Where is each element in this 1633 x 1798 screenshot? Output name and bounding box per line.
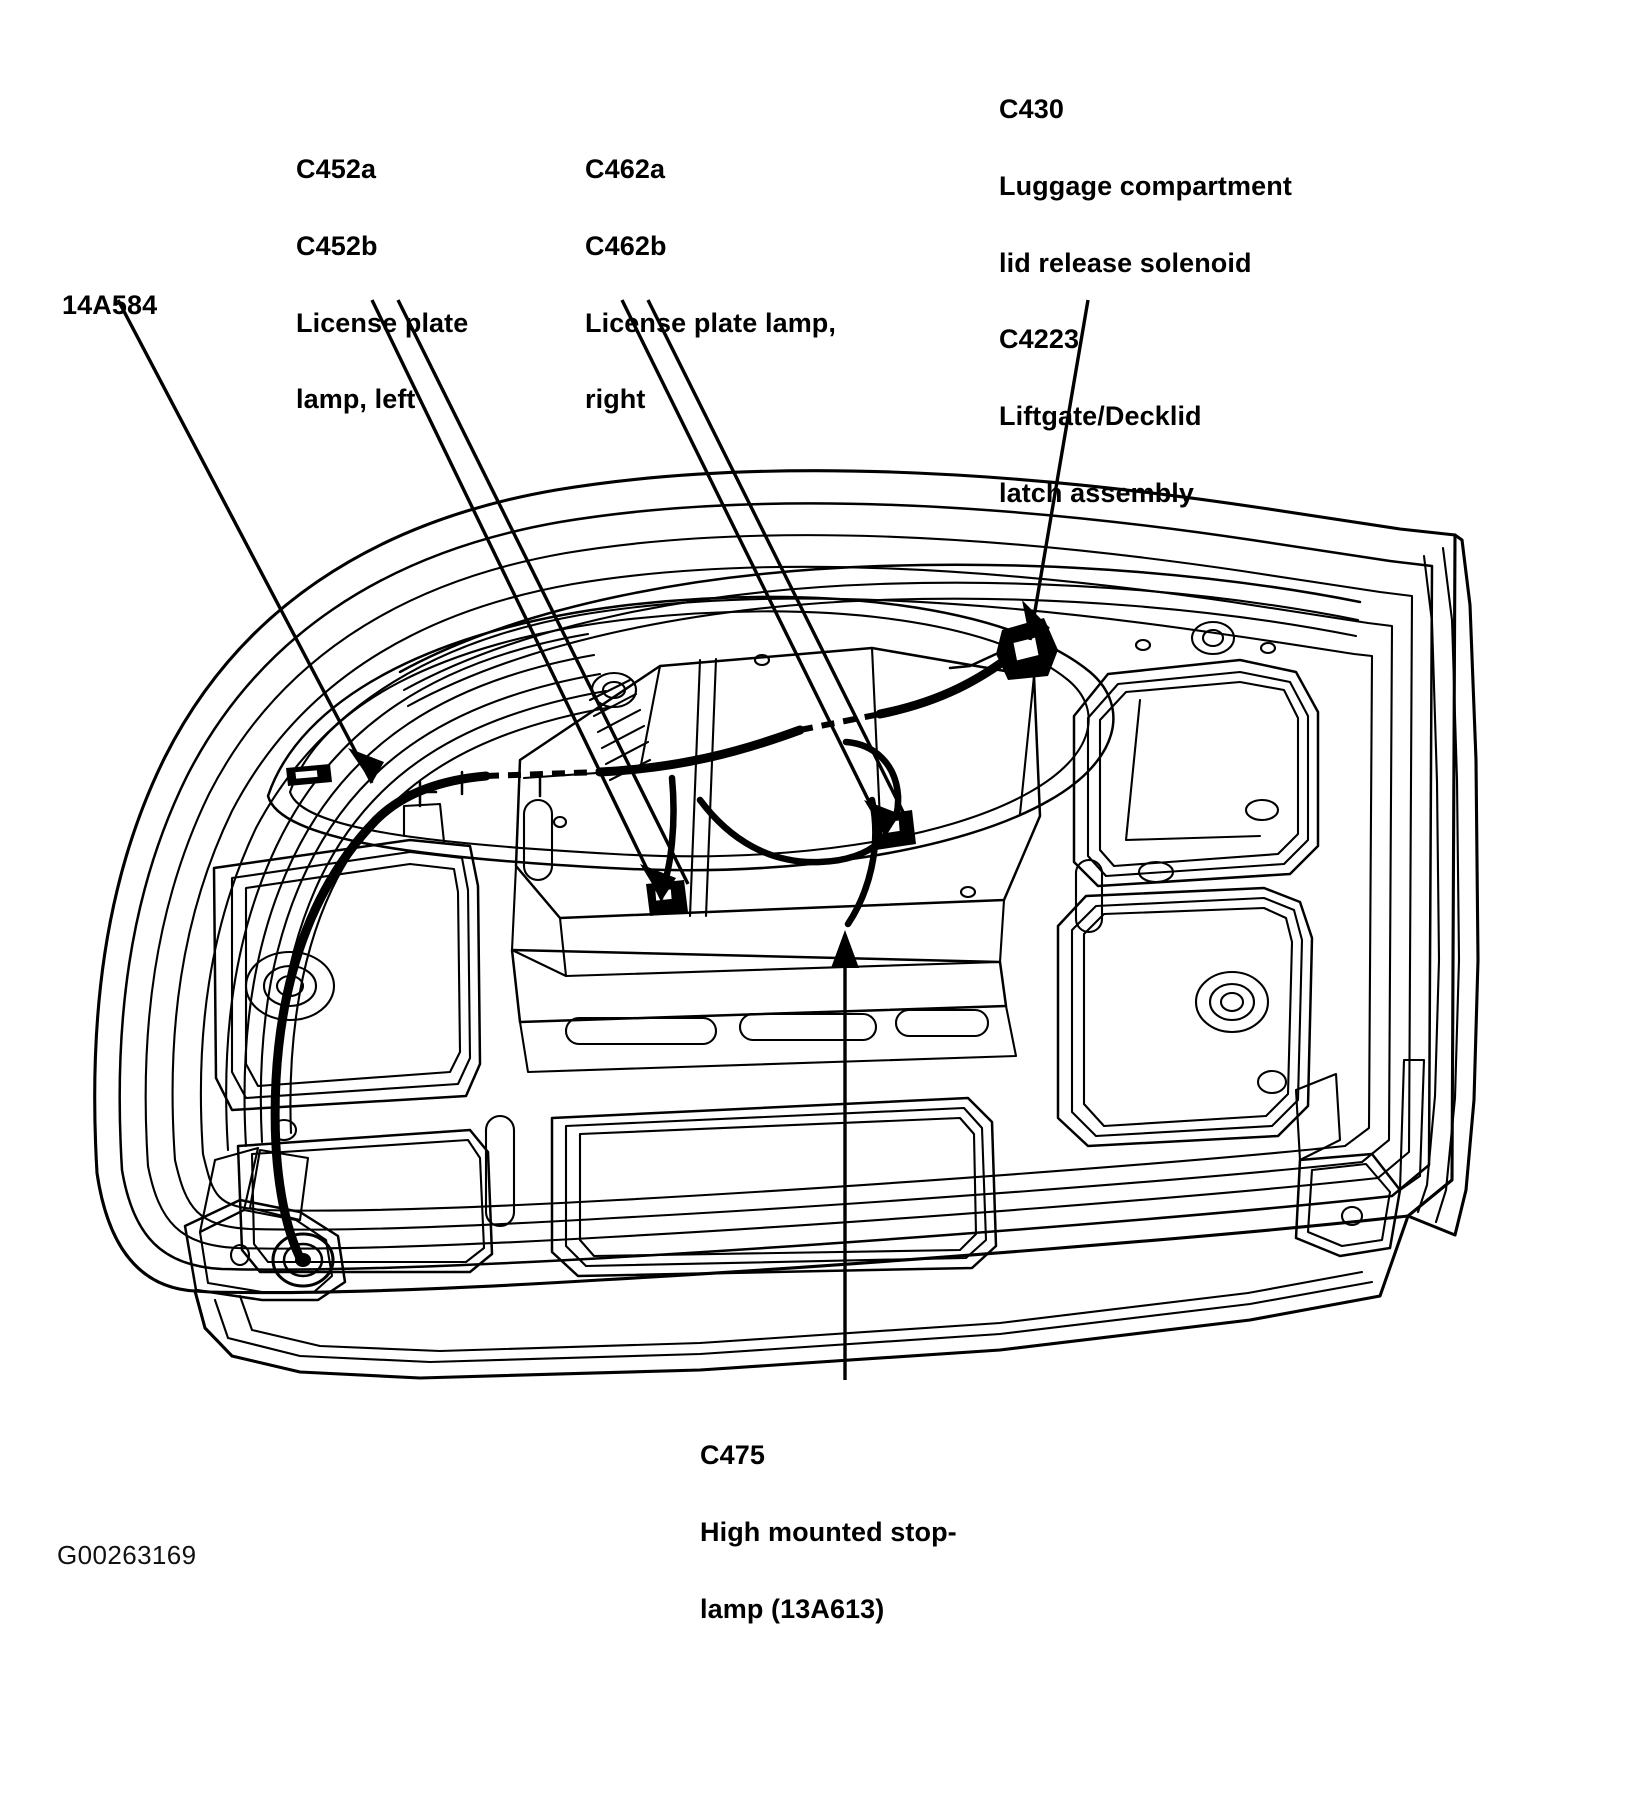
panel-cutout-upper-left bbox=[212, 802, 482, 1142]
callout-14a584: 14A584 bbox=[62, 248, 322, 363]
connector-c430-latch-solenoid bbox=[948, 618, 1058, 680]
leader-lines bbox=[116, 299, 1090, 1380]
center-reinforcement-panel bbox=[510, 646, 1042, 978]
callout-c462-line-4: right bbox=[585, 384, 646, 415]
panel-cutout-lower-right bbox=[1056, 858, 1314, 1148]
vertical-slot-left bbox=[484, 798, 554, 1228]
callout-c462-line-2: C462b bbox=[585, 230, 667, 261]
callout-c475: C475 High mounted stop- lamp (13A613) bbox=[700, 1398, 1020, 1666]
panel-cutout-upper-right bbox=[1072, 658, 1320, 888]
callout-c430-line-1: C430 bbox=[999, 94, 1064, 125]
callout-c430-line-6: latch assembly bbox=[999, 477, 1195, 508]
hinge-bracket-right bbox=[1294, 1058, 1426, 1258]
callout-c452: C452a C452b License plate lamp, left bbox=[296, 112, 546, 457]
figure-code: G00263169 bbox=[57, 1540, 197, 1570]
callout-c430-line-3: lid release solenoid bbox=[999, 247, 1252, 278]
harness-grommet bbox=[271, 1232, 335, 1288]
callout-c452-line-2: C452b bbox=[296, 230, 378, 261]
harness-inline-clip bbox=[286, 764, 332, 786]
callout-14a584-line-1: 14A584 bbox=[62, 290, 158, 321]
decklid-lower-flange bbox=[193, 1214, 1410, 1380]
decklid-right-flange bbox=[1406, 533, 1480, 1237]
callout-c430: C430 Luggage compartment lid release sol… bbox=[999, 52, 1329, 550]
callout-c452-line-1: C452a bbox=[296, 154, 377, 185]
callout-c475-line-1: C475 bbox=[700, 1440, 765, 1471]
panel-cutout-lower-left bbox=[236, 1128, 494, 1274]
callout-c475-line-3: lamp (13A613) bbox=[700, 1593, 885, 1624]
decklid-left-seam bbox=[225, 632, 614, 1152]
lower-cross-rib bbox=[510, 948, 1018, 1074]
wiring-harness-14a584 bbox=[270, 647, 1021, 1263]
callout-c452-line-4: lamp, left bbox=[296, 384, 416, 415]
callout-c462-line-3: License plate lamp, bbox=[585, 307, 836, 338]
callout-c462: C462a C462b License plate lamp, right bbox=[585, 112, 875, 457]
decklid-outer-contours bbox=[93, 469, 1457, 1295]
callout-c452-line-3: License plate bbox=[296, 307, 469, 338]
callout-c430-line-4: C4223 bbox=[999, 324, 1080, 355]
callout-c475-line-2: High mounted stop- bbox=[700, 1516, 957, 1547]
callout-c430-line-2: Luggage compartment bbox=[999, 170, 1292, 201]
panel-cutout-lower-center bbox=[550, 1096, 998, 1278]
callout-c430-line-5: Liftgate/Decklid bbox=[999, 400, 1202, 431]
callout-c462-line-1: C462a bbox=[585, 154, 666, 185]
fastener-holes bbox=[552, 620, 1277, 899]
